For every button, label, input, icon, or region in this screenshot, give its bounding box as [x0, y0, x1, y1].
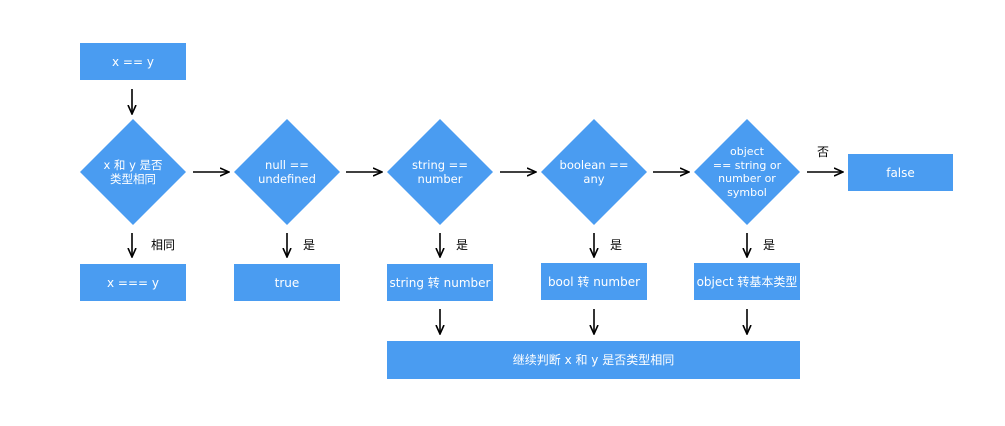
decision-string-number-label: string == number	[412, 158, 468, 186]
edge-label-no: 否	[817, 145, 830, 159]
decision-object-primitive-label: object == string or number or symbol	[712, 145, 782, 199]
edge-label-same: 相同	[151, 238, 176, 252]
decision-null-undefined: null == undefined	[234, 119, 340, 225]
decision-boolean-any: boolean == any	[541, 119, 647, 225]
decision-string-number: string == number	[387, 119, 493, 225]
decision-type-check-label: x 和 y 是否 类型相同	[103, 158, 163, 186]
edge-label-yes-object: 是	[763, 238, 776, 252]
result-strict-equal-label: x === y	[107, 275, 159, 290]
continue-node: 继续判断 x 和 y 是否类型相同	[387, 341, 800, 379]
result-true: true	[234, 264, 340, 301]
result-bool-to-number: bool 转 number	[541, 263, 647, 300]
result-object-to-primitive-label: object 转基本类型	[696, 274, 798, 289]
result-string-to-number: string 转 number	[387, 264, 493, 301]
edge-label-yes-boolean: 是	[610, 238, 623, 252]
false-node: false	[848, 154, 953, 191]
result-strict-equal: x === y	[80, 264, 186, 301]
start-node: x == y	[80, 43, 186, 80]
edge-label-yes-string: 是	[456, 238, 469, 252]
decision-null-undefined-label: null == undefined	[258, 158, 316, 186]
decision-object-primitive: object == string or number or symbol	[694, 119, 800, 225]
decision-boolean-any-label: boolean == any	[559, 158, 629, 186]
result-true-label: true	[274, 275, 300, 290]
result-bool-to-number-label: bool 转 number	[547, 274, 641, 289]
result-string-to-number-label: string 转 number	[389, 275, 491, 290]
continue-node-label: 继续判断 x 和 y 是否类型相同	[512, 353, 675, 367]
decision-type-check: x 和 y 是否 类型相同	[80, 119, 186, 225]
false-node-label: false	[886, 165, 915, 180]
result-object-to-primitive: object 转基本类型	[694, 263, 800, 300]
start-node-label: x == y	[112, 54, 154, 69]
edge-label-yes-null: 是	[303, 238, 316, 252]
